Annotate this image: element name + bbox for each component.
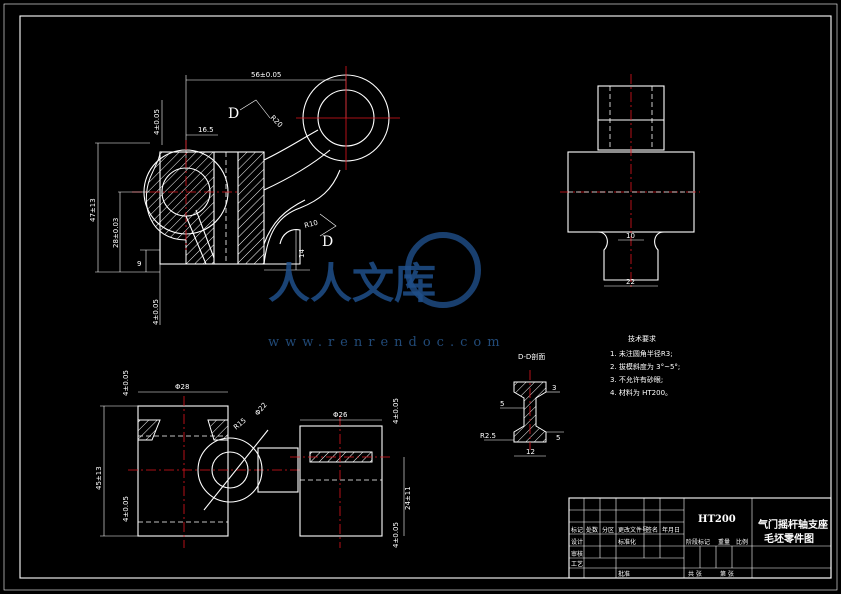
dim-plan-dia28: Φ28: [175, 383, 189, 391]
dim-sec-r25: R2.5: [480, 432, 496, 440]
dim-r10: R10: [303, 219, 318, 230]
title-block: HT200 气门摇杆轴支座 毛坯零件图 标记 处数 分区 更改文件号 签名 年月…: [568, 497, 832, 579]
dim-small-height: 9: [137, 260, 141, 268]
dim-top-left-height: 4±0.05: [153, 109, 161, 135]
watermark-text: 人人文库: [268, 259, 436, 308]
dim-plan-dia22: Φ22: [253, 401, 268, 417]
part-name-line1: 气门摇杆轴支座: [757, 518, 828, 531]
tb-sheet-no: 第 张: [720, 570, 734, 578]
tb-cell-count: 处数: [586, 526, 598, 534]
tb-process: 工艺: [571, 560, 583, 568]
dim-bottom-tol: 4±0.05: [152, 299, 160, 325]
tb-approve: 批准: [618, 570, 630, 578]
outer-border: [3, 3, 838, 591]
plan-view: Φ28 4±0.05 R15 Φ22 Φ26 4±0.05 45±13 4±0.…: [95, 370, 412, 548]
dim-top-width: 56±0.05: [251, 71, 281, 79]
tb-stage: 阶段标记: [686, 538, 710, 546]
section-title: D-D剖面: [518, 352, 545, 361]
dim-plan-height-45: 45±13: [95, 466, 103, 490]
tb-weight: 重量: [718, 538, 730, 546]
tb-total-sheets: 共 张: [688, 570, 702, 578]
dim-plan-dia26: Φ26: [333, 411, 348, 419]
tb-standard: 标准化: [618, 538, 636, 546]
dim-right-height: 14: [298, 249, 306, 258]
dim-top-offset: 16.5: [198, 126, 214, 134]
tb-scale: 比例: [736, 538, 748, 546]
tb-cell-sign: 签名: [646, 526, 658, 534]
part-name-line2: 毛坯零件图: [764, 532, 814, 545]
tb-review: 审核: [571, 550, 583, 558]
tech-item-2: 2. 拔模斜度为 3°~5°;: [610, 362, 680, 371]
dim-plan-r15: R15: [232, 417, 248, 432]
tb-cell-zone: 分区: [602, 526, 614, 534]
dim-plan-right-24: 24±11: [404, 486, 412, 510]
section-letter-bottom: D: [322, 234, 333, 250]
tb-cell-docno: 更改文件号: [618, 526, 648, 534]
dim-mid-height: 28±0.03: [112, 218, 120, 248]
watermark-logo-icon: [405, 232, 481, 308]
dim-plan-right-top: 4±0.05: [392, 398, 400, 424]
tech-item-1: 1. 未注圆角半径R3;: [610, 349, 673, 358]
tb-cell-mark: 标记: [571, 526, 583, 534]
material-label: HT200: [698, 514, 736, 525]
watermark: 人人文库 www.renrendoc.com: [268, 232, 506, 350]
dim-side-22: 22: [626, 278, 635, 286]
side-view: 10 22: [560, 74, 700, 290]
dim-sec-12: 12: [526, 448, 535, 456]
dim-sec-5-left: 5: [500, 400, 504, 408]
tb-cell-date: 年月日: [662, 526, 680, 534]
tech-requirements: 技术要求 1. 未注圆角半径R3; 2. 拔模斜度为 3°~5°; 3. 不允许…: [610, 334, 680, 397]
tech-item-3: 3. 不允许有砂眼;: [610, 375, 663, 384]
dim-top-radius: R20: [269, 114, 284, 129]
section-letter-top: D: [228, 106, 239, 122]
dim-side-10: 10: [626, 232, 635, 240]
tech-item-4: 4. 材料为 HT200。: [610, 388, 672, 397]
dim-total-height: 47±13: [89, 198, 97, 222]
inner-border: [19, 15, 832, 579]
section-dd-view: D-D剖面 5 3 5 R2.5 12: [480, 352, 564, 457]
dim-sec-3: 3: [552, 384, 556, 392]
dim-sec-5-right: 5: [556, 434, 560, 442]
watermark-url: www.renrendoc.com: [268, 335, 506, 350]
dim-plan-left-bottom: 4±0.05: [122, 496, 130, 522]
dim-plan-right-bottom: 4±0.05: [392, 522, 400, 548]
tech-title: 技术要求: [628, 334, 656, 343]
dim-plan-left-top: 4±0.05: [122, 370, 130, 396]
tb-design: 设计: [571, 538, 583, 546]
